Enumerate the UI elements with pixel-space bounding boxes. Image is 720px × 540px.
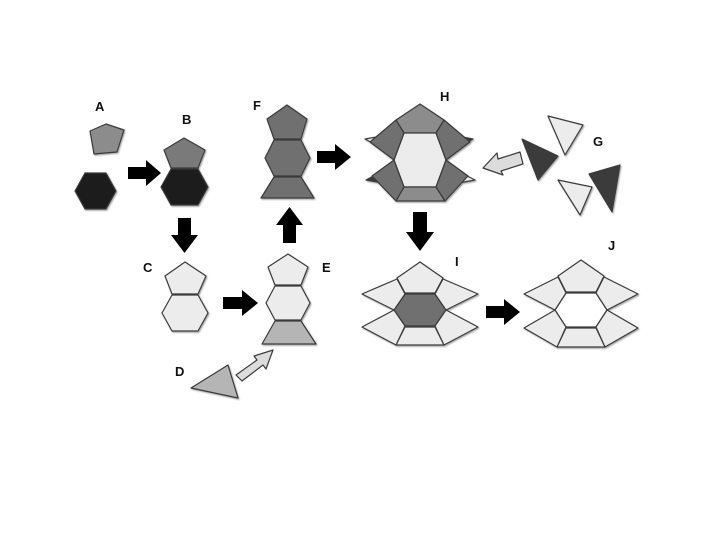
stage-e [262,254,316,344]
triangle-g3 [558,180,592,215]
pentagon-f [267,105,307,139]
stage-a [75,124,124,209]
stage-i [362,262,478,345]
arrow-f-to-h [317,144,351,170]
label-c: C [143,260,153,275]
pentagon-a [90,124,124,154]
stage-j [524,260,638,347]
trapezoid-f [261,177,314,198]
label-g: G [593,134,603,149]
label-b: B [182,112,191,127]
trapezoid-d [191,365,238,398]
label-a: A [95,99,105,114]
triangle-g2 [522,139,558,180]
hexagon-c [162,295,208,331]
hexagon-f [265,140,310,176]
stage-g [522,116,620,215]
arrow-a-to-b [128,160,161,186]
arrow-h-to-i [406,212,434,251]
stage-f [261,105,314,198]
arrow-d-to-e [236,350,273,381]
pentagon-c [165,262,206,294]
arrow-e-to-f [276,207,303,243]
label-d: D [175,364,184,379]
arrow-b-to-c [171,218,198,253]
hexagon-b [161,169,208,205]
pentagon-j [558,260,604,292]
stage-c [162,262,208,331]
label-h: H [440,89,449,104]
arrow-g-to-h [483,152,523,175]
label-f: F [253,98,261,113]
hexagon-a [75,173,116,209]
pentagon-e [268,254,308,285]
label-e: E [322,260,331,275]
arrow-i-to-j [486,299,520,325]
hexagon-e [266,286,310,320]
stage-b [161,138,208,205]
stage-d [191,365,238,398]
arrow-c-to-e [223,290,258,316]
label-i: I [455,254,459,269]
trapezoid-e [262,321,316,344]
triangle-g1 [548,116,583,155]
hexagon-h [394,133,446,187]
triangle-g4 [589,165,620,212]
pentagon-h [396,104,444,133]
pentagon-i [397,262,443,293]
label-j: J [608,238,615,253]
pentagon-b [164,138,205,168]
stage-h [365,104,475,201]
